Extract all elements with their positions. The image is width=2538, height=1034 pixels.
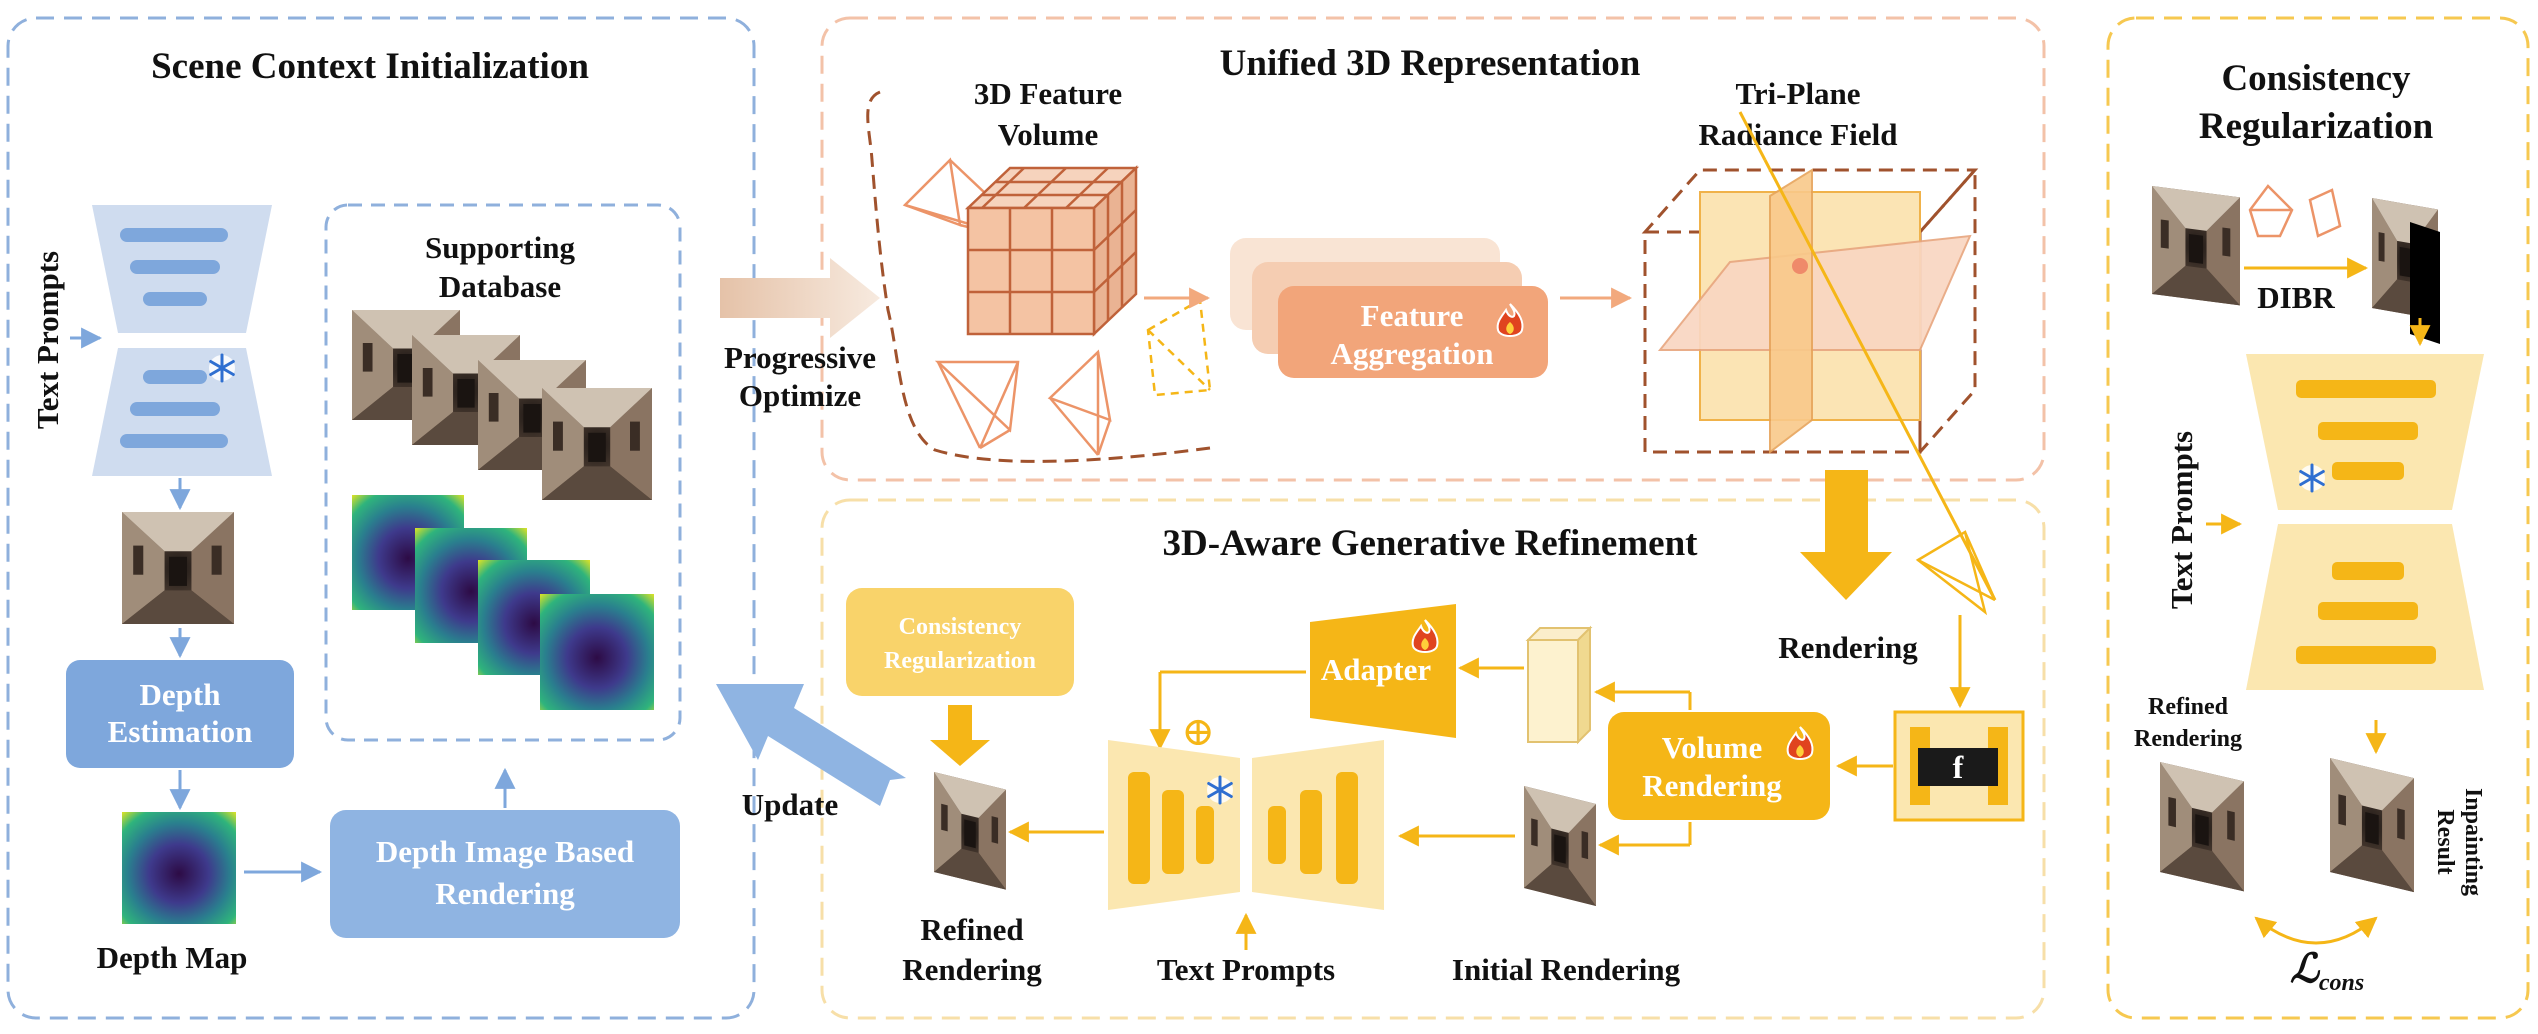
consistency-panel bbox=[2106, 16, 2530, 1020]
refined-label-2: Rendering bbox=[902, 952, 1042, 987]
consistency-down-arrow bbox=[930, 705, 990, 766]
adapter-label: Adapter bbox=[1321, 652, 1431, 687]
depth-estimation-label-2: Estimation bbox=[108, 714, 253, 749]
refinement-panel bbox=[820, 498, 2046, 1020]
corridor-image bbox=[122, 512, 234, 624]
inpainting-label-1: Inpainting bbox=[2460, 788, 2486, 896]
progressive-label-2: Optimize bbox=[739, 378, 861, 413]
refined-label-1: Refined bbox=[920, 912, 1023, 947]
consistency-reg-box bbox=[846, 588, 1074, 696]
supporting-database-box bbox=[324, 203, 682, 742]
dibr-box bbox=[330, 810, 680, 938]
depth-map-image bbox=[122, 812, 236, 924]
camera-path bbox=[866, 90, 1211, 463]
inpainting-result-image bbox=[2330, 758, 2414, 893]
feature-aggregation-box bbox=[1278, 286, 1548, 378]
loss-sub: cons bbox=[2319, 970, 2364, 996]
snowflake-icon bbox=[207, 353, 237, 383]
consistency-title-2: Regularization bbox=[2199, 106, 2434, 147]
depth-estimation-label-1: Depth bbox=[140, 677, 221, 712]
scene-panel bbox=[6, 16, 756, 1020]
volume-rendering-box bbox=[1608, 712, 1830, 820]
consistency-unet bbox=[2246, 354, 2484, 690]
dibr-label-1: Depth Image Based bbox=[376, 834, 634, 869]
feature-volume-label-2: Volume bbox=[998, 117, 1098, 152]
loss-symbol: ℒcons bbox=[2290, 946, 2364, 996]
snowflake-icon bbox=[2297, 463, 2327, 493]
initial-rendering-image bbox=[1524, 786, 1596, 906]
f-feature-box bbox=[1893, 710, 2025, 822]
progressive-label-1: Progressive bbox=[724, 340, 876, 375]
feature-map-block bbox=[1525, 625, 1593, 745]
volume-rendering-label-1: Volume bbox=[1662, 730, 1762, 765]
triplane-field bbox=[1641, 111, 1997, 601]
supporting-db-label-1: Supporting bbox=[425, 230, 575, 265]
loss-main: ℒ bbox=[2290, 946, 2321, 991]
depth-map-label: Depth Map bbox=[97, 940, 248, 975]
blue-unet bbox=[92, 205, 272, 476]
refinement-title: 3D-Aware Generative Refinement bbox=[1163, 523, 1699, 564]
update-arrow bbox=[716, 684, 906, 806]
consistency-text-prompts: Text Prompts bbox=[2164, 431, 2199, 609]
unified-panel bbox=[820, 16, 2046, 482]
inpainting-label-2: Result bbox=[2432, 809, 2458, 874]
depth-stack bbox=[352, 495, 654, 710]
dibr-label-2: Rendering bbox=[435, 876, 575, 911]
feature-aggregation-label-2: Aggregation bbox=[1330, 336, 1493, 371]
progressive-optimize-arrow bbox=[720, 258, 880, 338]
consistency-title-1: Consistency bbox=[2221, 58, 2411, 99]
triplane-label-2: Radiance Field bbox=[1699, 117, 1898, 152]
consistency-input-image bbox=[2152, 186, 2240, 306]
yellow-unet bbox=[1108, 740, 1384, 910]
camera-frustum-icon bbox=[1047, 349, 1112, 456]
consistency-refined-label-1: Refined bbox=[2148, 694, 2229, 720]
feature-aggregation-label-1: Feature bbox=[1361, 298, 1464, 333]
supporting-db-label-2: Database bbox=[439, 269, 561, 304]
corridor-stack bbox=[352, 310, 652, 500]
rendering-label: Rendering bbox=[1778, 630, 1918, 665]
feature-volume-label-1: 3D Feature bbox=[974, 76, 1122, 111]
unified-title: Unified 3D Representation bbox=[1220, 43, 1641, 84]
camera-frustum-icon bbox=[2248, 184, 2294, 238]
rendering-arrow bbox=[1800, 470, 1892, 600]
plus-symbol: ⊕ bbox=[1181, 709, 1215, 754]
consistency-refined-label-2: Rendering bbox=[2134, 726, 2242, 752]
consistency-refined-image bbox=[2160, 762, 2244, 892]
consistency-reg-label-1: Consistency bbox=[899, 614, 1022, 640]
depth-estimation-box bbox=[66, 660, 294, 768]
f-label: f bbox=[1953, 749, 1964, 785]
consistency-loss-arc bbox=[2254, 916, 2378, 945]
consistency-reg-label-2: Regularization bbox=[884, 648, 1036, 674]
triplane-label-1: Tri-Plane bbox=[1735, 76, 1860, 111]
camera-frustum-icon bbox=[1146, 297, 1212, 397]
scene-title: Scene Context Initialization bbox=[151, 46, 589, 87]
volume-rendering-label-2: Rendering bbox=[1642, 768, 1782, 803]
scene-text-prompts: Text Prompts bbox=[30, 251, 65, 429]
camera-frustum-icon bbox=[934, 360, 1020, 450]
initial-rendering-label: Initial Rendering bbox=[1452, 952, 1681, 987]
refined-rendering-image bbox=[934, 772, 1006, 890]
camera-frustum-icon bbox=[1915, 530, 1997, 616]
warped-image bbox=[2372, 198, 2440, 344]
feature-volume-cube bbox=[964, 165, 1140, 337]
consistency-dibr-label: DIBR bbox=[2257, 280, 2335, 315]
camera-frustum-icon bbox=[2308, 188, 2342, 238]
snowflake-icon bbox=[1205, 775, 1235, 805]
refine-text-prompts: Text Prompts bbox=[1157, 952, 1335, 987]
update-label: Update bbox=[742, 787, 838, 822]
